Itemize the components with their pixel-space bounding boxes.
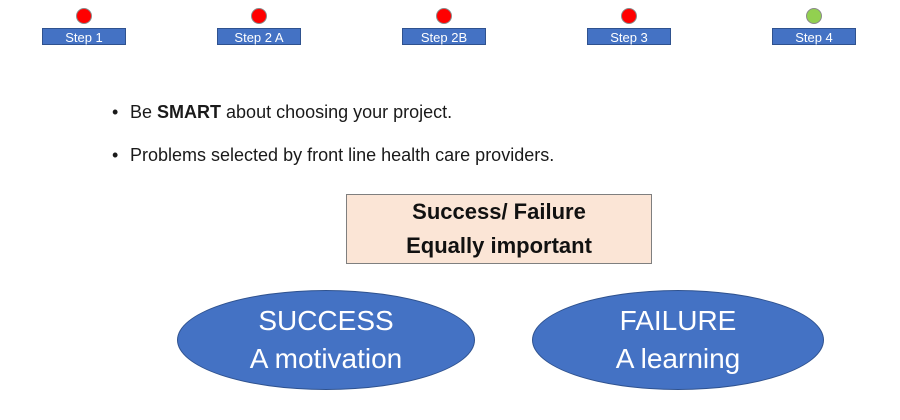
bullet-text: Problems selected by front line health c… bbox=[130, 145, 555, 165]
step-2b[interactable]: Step 2B bbox=[402, 8, 486, 45]
bullet-text-suffix: about choosing your project. bbox=[221, 102, 453, 122]
status-dot-icon bbox=[251, 8, 267, 24]
failure-ellipse: FAILURE A learning bbox=[532, 290, 824, 390]
step-1-label: Step 1 bbox=[42, 28, 126, 45]
status-dot-icon bbox=[76, 8, 92, 24]
bullet-item: • Be SMART about choosing your project. bbox=[112, 102, 554, 123]
success-failure-callout: Success/ Failure Equally important bbox=[346, 194, 652, 264]
bullet-text-prefix: Be bbox=[130, 102, 158, 122]
bullet-list: • Be SMART about choosing your project. •… bbox=[112, 102, 554, 188]
step-4-label: Step 4 bbox=[772, 28, 856, 45]
success-title: SUCCESS bbox=[258, 305, 394, 336]
callout-line-2: Equally important bbox=[406, 233, 592, 258]
bullet-icon: • bbox=[112, 102, 119, 122]
bullet-text-bold: SMART bbox=[157, 102, 222, 122]
callout-line-1: Success/ Failure bbox=[412, 199, 586, 224]
step-1[interactable]: Step 1 bbox=[42, 8, 126, 45]
success-subtitle: A motivation bbox=[249, 343, 403, 374]
step-4[interactable]: Step 4 bbox=[772, 8, 856, 45]
bullet-icon: • bbox=[112, 145, 119, 165]
step-2a-label: Step 2 A bbox=[217, 28, 301, 45]
status-dot-icon bbox=[806, 8, 822, 24]
step-3-label: Step 3 bbox=[587, 28, 671, 45]
failure-title: FAILURE bbox=[619, 305, 737, 336]
success-ellipse: SUCCESS A motivation bbox=[177, 290, 475, 390]
bullet-item: • Problems selected by front line health … bbox=[112, 145, 554, 166]
step-2b-label: Step 2B bbox=[402, 28, 486, 45]
step-3[interactable]: Step 3 bbox=[587, 8, 671, 45]
step-2a[interactable]: Step 2 A bbox=[217, 8, 301, 45]
status-dot-icon bbox=[436, 8, 452, 24]
failure-subtitle: A learning bbox=[615, 343, 741, 374]
status-dot-icon bbox=[621, 8, 637, 24]
